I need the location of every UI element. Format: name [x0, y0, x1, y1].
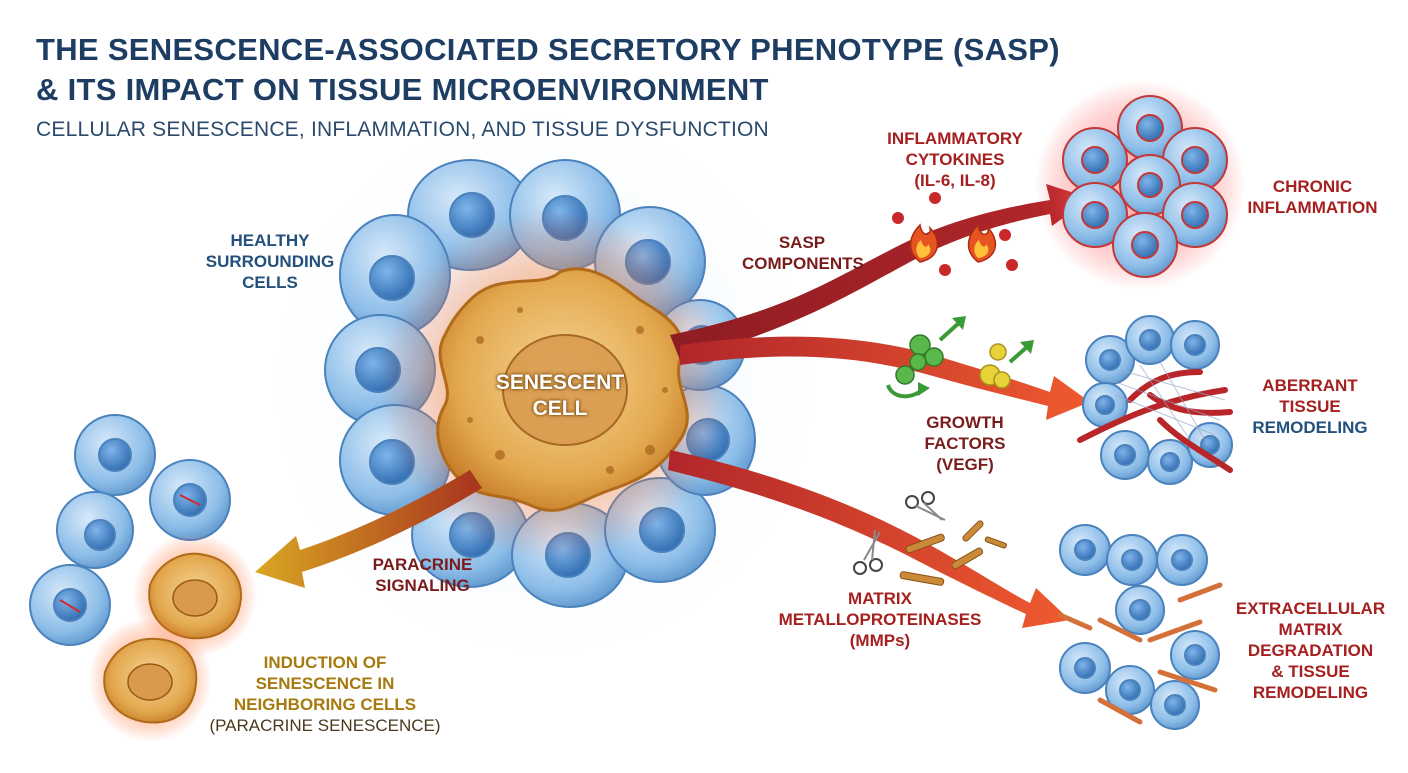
- label-line: METALLOPROTEINASES: [778, 610, 982, 629]
- label-line: MATRIX: [848, 589, 912, 608]
- label-line: CYTOKINES: [905, 150, 1005, 169]
- label-line: SIGNALING: [375, 576, 470, 595]
- inflamed-cell: [1162, 182, 1228, 248]
- healthy-cell: [1106, 534, 1158, 586]
- healthy-cell: [1115, 585, 1165, 635]
- label-line: CELL: [532, 397, 588, 420]
- label-healthy-cells: HEALTHY SURROUNDING CELLS: [200, 230, 340, 293]
- healthy-cell: [1147, 439, 1193, 485]
- label-line: SASP: [778, 233, 826, 252]
- label-line: SENESCENT: [495, 371, 625, 394]
- label-line: (VEGF): [936, 455, 994, 474]
- ecm-cell-cluster: [1059, 524, 1220, 730]
- scissors-icon: [905, 491, 946, 521]
- senescent-neighbor-cell: [88, 618, 212, 742]
- label-line: EXTRACELLULAR: [1235, 599, 1386, 618]
- label-line: (PARACRINE SENESCENCE): [209, 716, 441, 735]
- label-line: GROWTH: [926, 413, 1004, 432]
- growth-factor-icon: [886, 365, 930, 399]
- healthy-cell: [1059, 642, 1111, 694]
- label-line: INDUCTION OF: [263, 653, 387, 672]
- remodeling-cell-cluster: [1082, 315, 1233, 485]
- label-paracrine-signaling: PARACRINE SIGNALING: [355, 554, 490, 596]
- label-line: CELLS: [242, 273, 298, 292]
- fibrous-mesh: [1109, 361, 1226, 441]
- label-sasp-components: SASP COMPONENTS: [742, 232, 864, 274]
- scissors-icon: [853, 529, 883, 575]
- page-title: THE SENESCENCE-ASSOCIATED SECRETORY PHEN…: [36, 30, 1060, 110]
- label-line: REMODELING: [1252, 418, 1368, 437]
- healthy-cell: [56, 491, 134, 569]
- arrow-paracrine-signaling: [255, 470, 482, 588]
- label-senescent-cell: SENESCENT CELL: [470, 370, 650, 422]
- healthy-cell: [1059, 524, 1111, 576]
- healthy-cell: [1150, 680, 1200, 730]
- inflamed-cell: [1112, 212, 1178, 278]
- label-line: TISSUE: [1279, 397, 1341, 416]
- label-line: INFLAMMATORY: [887, 129, 1023, 148]
- ecm-fragments: [1057, 582, 1223, 725]
- label-induction-of-senescence: INDUCTION OF SENESCENCE IN NEIGHBORING C…: [205, 652, 445, 736]
- label-line: PARACRINE: [372, 555, 473, 574]
- label-line: & TISSUE: [1271, 662, 1350, 681]
- title-line-1: THE SENESCENCE-ASSOCIATED SECRETORY PHEN…: [36, 32, 1060, 67]
- label-line: (MMPs): [849, 631, 911, 650]
- label-mmps: MATRIX METALLOPROTEINASES (MMPs): [760, 588, 1000, 651]
- flame-icon: [909, 223, 939, 263]
- senescent-granules: [467, 307, 668, 474]
- label-chronic-inflammation: CHRONIC INFLAMMATION: [1235, 176, 1390, 218]
- growth-factor-icon: [979, 340, 1034, 389]
- flame-icon: [967, 223, 997, 263]
- inflamed-cell: [1062, 127, 1128, 193]
- label-line: HEALTHY: [230, 231, 310, 250]
- healthy-cell: [1082, 382, 1128, 428]
- cytokine-particles: [892, 192, 1018, 276]
- title-line-2: & ITS IMPACT ON TISSUE MICROENVIRONMENT: [36, 72, 769, 107]
- growth-factor-icon: [909, 316, 966, 371]
- healthy-cell: [1100, 430, 1150, 480]
- label-line: SURROUNDING: [205, 252, 335, 271]
- healthy-cell: [1170, 630, 1220, 680]
- stressed-cell: [149, 459, 231, 541]
- label-line: INFLAMMATION: [1247, 198, 1378, 217]
- label-line: SENESCENCE IN: [255, 674, 395, 693]
- label-line: COMPONENTS: [742, 254, 864, 273]
- label-growth-factors: GROWTH FACTORS (VEGF): [905, 412, 1025, 475]
- stressed-cell: [29, 564, 111, 646]
- label-line: FACTORS: [924, 434, 1006, 453]
- healthy-cell: [1156, 534, 1208, 586]
- page-subtitle: CELLULAR SENESCENCE, INFLAMMATION, AND T…: [36, 118, 769, 141]
- healthy-cell: [1085, 335, 1135, 385]
- arrow-to-ecm-degradation: [668, 450, 1070, 628]
- inflamed-cell: [1117, 95, 1183, 161]
- label-aberrant-remodeling: ABERRANT TISSUE REMODELING: [1245, 375, 1375, 438]
- label-line: DEGRADATION: [1247, 641, 1374, 660]
- matrix-fragments: [899, 520, 1007, 586]
- label-inflammatory-cytokines: INFLAMMATORY CYTOKINES (IL-6, IL-8): [860, 128, 1050, 191]
- inflamed-cell-cluster: [1062, 95, 1228, 278]
- healthy-cell: [1125, 315, 1175, 365]
- label-line: MATRIX: [1278, 620, 1343, 639]
- healthy-cell: [74, 414, 156, 496]
- label-ecm-degradation: EXTRACELLULAR MATRIX DEGRADATION & TISSU…: [1228, 598, 1393, 703]
- label-line: REMODELING: [1252, 683, 1369, 702]
- senescent-nucleus: [502, 334, 628, 446]
- arrow-to-chronic-inflammation: [670, 184, 1090, 360]
- label-line: ABERRANT: [1262, 376, 1358, 395]
- label-line: (IL-6, IL-8): [914, 171, 996, 190]
- paracrine-cell-cluster: [29, 414, 257, 742]
- healthy-cell: [1170, 320, 1220, 370]
- inflamed-cell: [1062, 182, 1128, 248]
- label-line: NEIGHBORING CELLS: [233, 695, 417, 714]
- healthy-cell: [1187, 422, 1233, 468]
- label-line: CHRONIC: [1272, 177, 1353, 196]
